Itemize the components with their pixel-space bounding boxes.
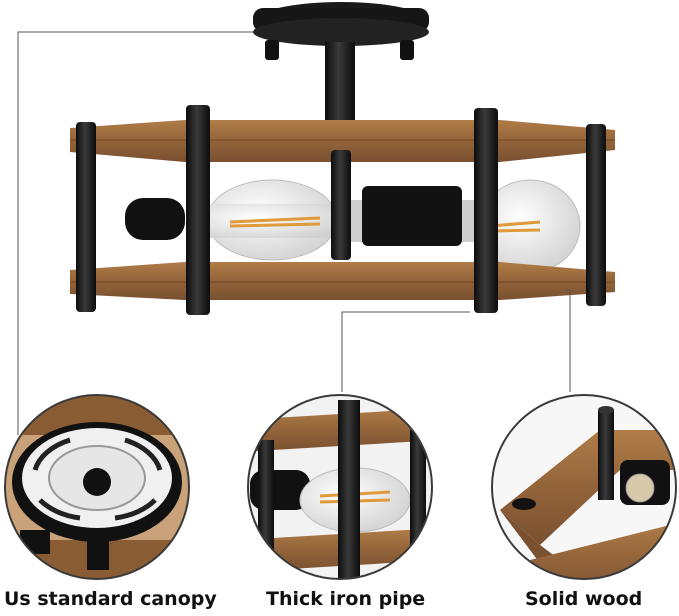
bottom-wood-frame	[70, 262, 615, 300]
detail-iron-pipe-closeup	[247, 394, 433, 580]
detail-canopy-closeup	[4, 394, 190, 580]
caption-iron-pipe: Thick iron pipe	[266, 588, 426, 610]
caption-solid-wood: Solid wood	[525, 588, 643, 610]
leader-lines	[17, 31, 571, 435]
iron-posts	[76, 105, 606, 315]
bulb-left	[125, 179, 365, 261]
detail-solid-wood-closeup	[491, 394, 677, 580]
caption-canopy: Us standard canopy	[4, 588, 217, 610]
main-fixture-photo	[17, 2, 615, 435]
center-socket	[362, 186, 462, 246]
